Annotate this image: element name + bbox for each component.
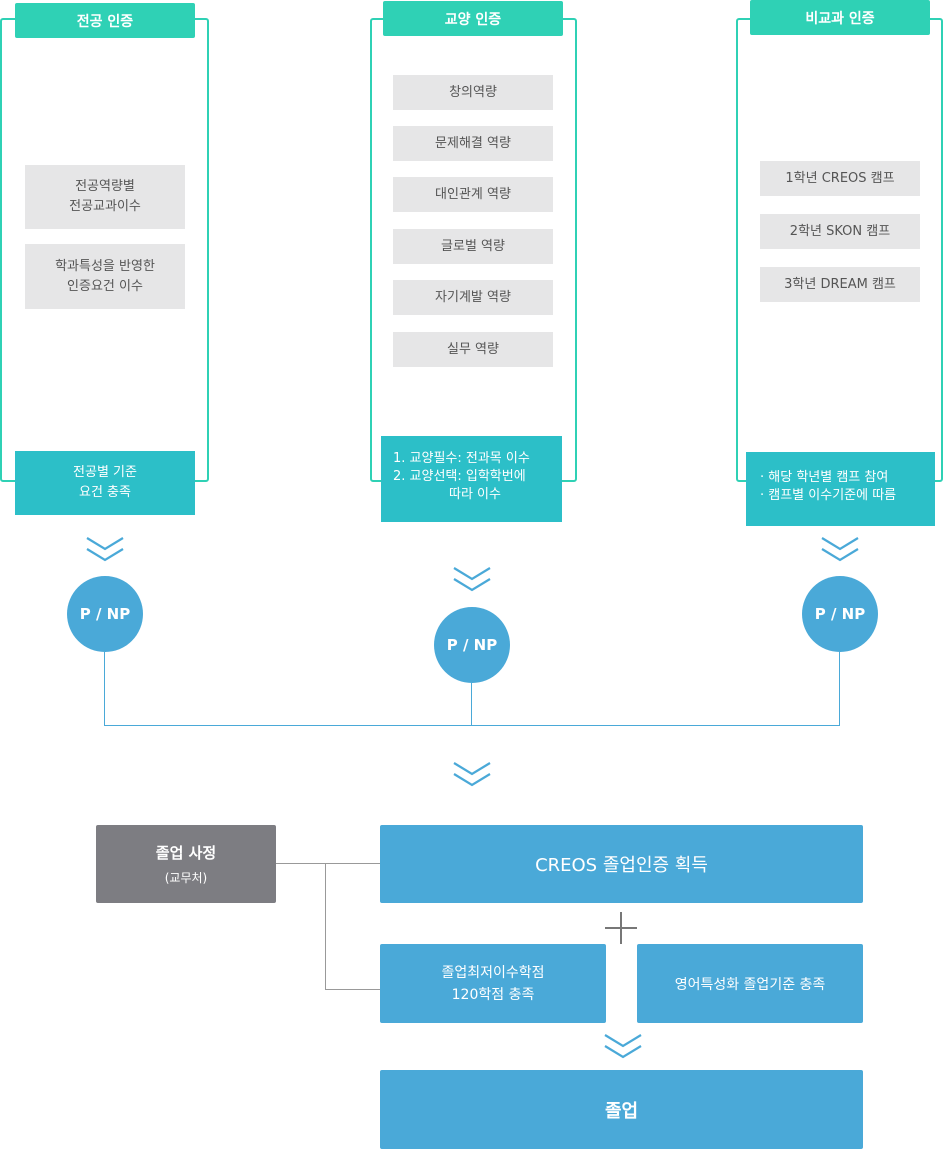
major-title: 전공 인증 [15,3,195,38]
liberal-item-6: 실무 역량 [393,332,553,367]
english-standard-box: 영어특성화 졸업기준 충족 [637,944,863,1023]
pass-circle-liberal: P / NP [434,607,510,683]
liberal-req-line-2: 2. 교양선택: 입학학번에 [393,469,526,484]
major-item-2: 학과특성을 반영한 인증요건 이수 [25,244,185,309]
connector-liberal [471,683,472,725]
liberal-item-3: 대인관계 역량 [393,177,553,212]
liberal-req-line-1: 1. 교양필수: 전과목 이수 [393,451,530,466]
connector-join [104,725,840,726]
liberal-requirement: 1. 교양필수: 전과목 이수 2. 교양선택: 입학학번에 따라 이수 [381,436,562,522]
liberal-item-5: 자기계발 역량 [393,280,553,315]
plus-icon [605,912,637,944]
extra-req-line-1: · 해당 학년별 캠프 참여 [760,470,889,485]
graduation-review-subtitle: (교무처) [164,871,208,885]
liberal-item-4: 글로벌 역량 [393,229,553,264]
extra-item-2: 2학년 SKON 캠프 [760,214,920,249]
extra-req-line-2: · 캠프별 이수기준에 따름 [760,488,897,503]
pass-circle-extra: P / NP [802,576,878,652]
liberal-title: 교양 인증 [383,1,563,36]
chevron-down-icon [821,537,859,562]
review-connector-h [276,863,380,864]
graduation-review-box: 졸업 사정 (교무처) [96,825,276,903]
minimum-credits-box: 졸업최저이수학점 120학점 충족 [380,944,606,1023]
chevron-down-icon [453,762,491,787]
extra-title: 비교과 인증 [750,0,930,35]
chevron-down-icon [86,537,124,562]
extra-panel [736,18,943,482]
liberal-req-line-3: 따라 이수 [449,487,501,502]
chevron-down-icon [453,567,491,592]
major-item-1: 전공역량별 전공교과이수 [25,165,185,229]
review-connector-h2 [325,989,380,990]
creos-certification-box: CREOS 졸업인증 획득 [380,825,863,903]
liberal-item-1: 창의역량 [393,75,553,110]
connector-major [104,652,105,725]
pass-circle-major: P / NP [67,576,143,652]
extra-item-3: 3학년 DREAM 캠프 [760,267,920,302]
review-connector-v [325,863,326,990]
liberal-item-2: 문제해결 역량 [393,126,553,161]
graduation-box: 졸업 [380,1070,863,1149]
extra-item-1: 1학년 CREOS 캠프 [760,161,920,196]
connector-extra [839,652,840,725]
chevron-down-icon [604,1034,642,1059]
major-requirement: 전공별 기준 요건 충족 [15,451,195,515]
graduation-review-title: 졸업 사정 [155,844,217,862]
extra-requirement: · 해당 학년별 캠프 참여 · 캠프별 이수기준에 따름 [746,452,935,526]
